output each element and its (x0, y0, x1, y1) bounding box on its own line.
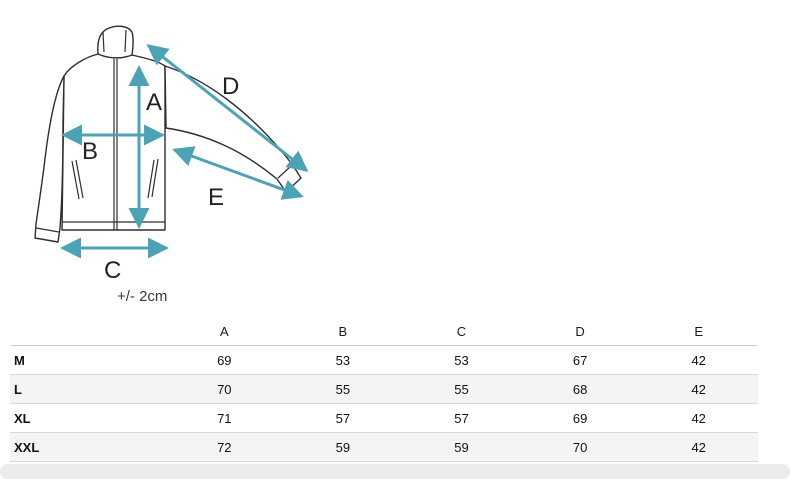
size-label: M (14, 352, 25, 368)
measurement-value: 42 (691, 381, 706, 397)
jacket-measurement-diagram: A B C D E +/- 2cm (0, 0, 360, 312)
measurement-label-c: C (104, 257, 121, 284)
measurement-value: 72 (217, 439, 232, 455)
measurement-value: 69 (572, 410, 588, 426)
column-header-b: B (338, 324, 348, 339)
measurement-value: 57 (454, 410, 469, 426)
measurement-value: 67 (572, 352, 588, 368)
column-header-e: E (694, 324, 704, 339)
measurement-value: 70 (217, 381, 232, 397)
table-row-xl: XL 71 57 57 69 42 (10, 404, 758, 433)
measurement-label-d: D (222, 73, 239, 100)
table-row-xxl: XXL 72 59 59 70 42 (10, 433, 758, 462)
measurement-value: 55 (454, 381, 469, 397)
measurement-value: 59 (454, 439, 469, 455)
tolerance-note: +/- 2cm (117, 288, 168, 305)
table-row-l: L 70 55 55 68 42 (10, 375, 758, 404)
size-table: A B C D E M 69 53 53 67 42 L 70 55 55 68… (10, 318, 758, 462)
table-row-m: M 69 53 53 67 42 (10, 346, 758, 375)
left-cuff-seam (35, 227, 60, 233)
size-label: L (14, 381, 22, 397)
jacket-diagram-svg: A B C D E (34, 25, 309, 284)
left-pocket (71, 159, 84, 200)
size-label: XL (14, 410, 31, 426)
measurement-value: 69 (217, 352, 232, 368)
column-header-c: C (456, 324, 467, 339)
column-header-a: A (219, 324, 229, 339)
jacket-left-arm (34, 75, 65, 243)
measurement-value: 59 (335, 439, 351, 455)
horizontal-scrollbar-track[interactable] (0, 464, 790, 479)
column-header-d: D (575, 324, 585, 339)
collar-seam-left (102, 31, 105, 53)
measurement-label-e: E (208, 184, 224, 211)
measurement-value: 68 (572, 381, 588, 397)
measurement-value: 42 (691, 439, 706, 455)
measurement-value: 42 (691, 352, 706, 368)
measurement-value: 70 (572, 439, 588, 455)
measurement-label-a: A (146, 89, 162, 116)
measurement-value: 57 (335, 410, 351, 426)
collar-seam-right (124, 29, 127, 53)
measurement-value: 53 (454, 352, 469, 368)
measurement-arrow-e (172, 146, 304, 200)
measurement-label-b: B (82, 138, 98, 165)
jacket-collar (97, 25, 134, 59)
table-header-row: A B C D E (10, 318, 758, 346)
measurement-value: 55 (335, 381, 351, 397)
measurement-value: 42 (691, 410, 706, 426)
measurement-value: 71 (217, 410, 232, 426)
size-label: XXL (14, 439, 40, 455)
measurement-value: 53 (335, 352, 351, 368)
